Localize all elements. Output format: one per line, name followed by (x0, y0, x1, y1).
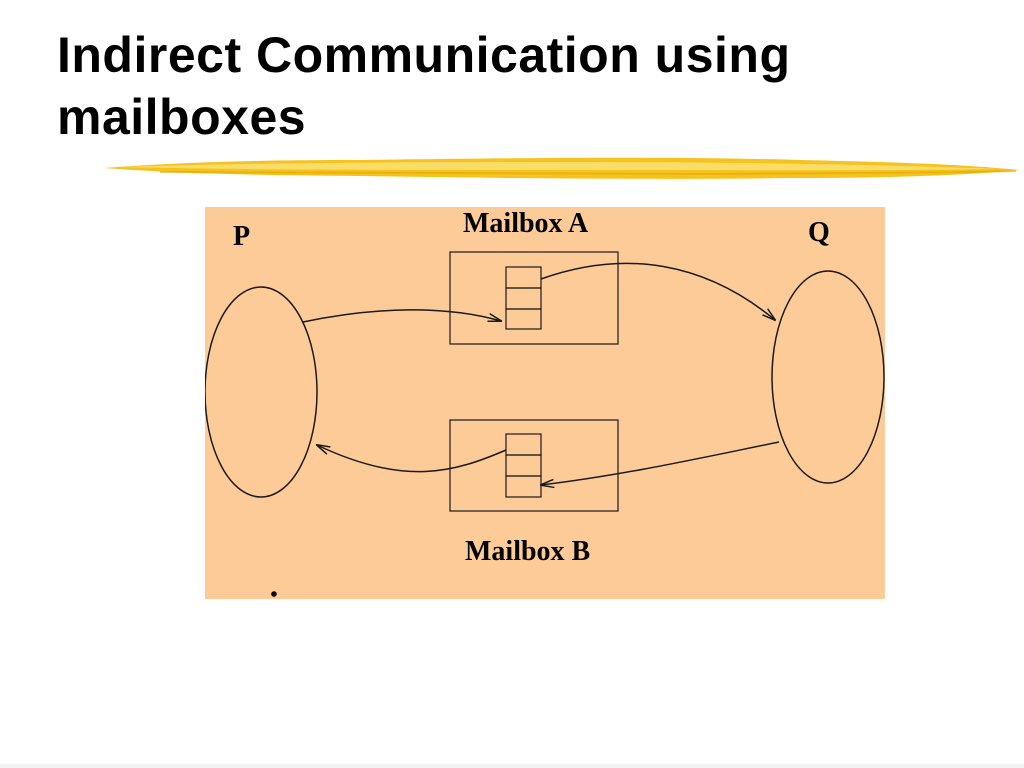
underline-brush-shadow (159, 170, 1017, 176)
mailbox-a-label: Mailbox A (463, 208, 589, 239)
slide-title: Indirect Communication using mailboxes (57, 27, 791, 145)
mailbox-b-box (449, 419, 619, 512)
arrow-p-to-mailbox-a (302, 309, 501, 323)
title-underline-stroke (104, 157, 1020, 179)
process-q-ellipse (771, 270, 885, 484)
stray-dot (271, 591, 277, 597)
process-p-ellipse (205, 286, 318, 498)
mailbox-a-box (449, 251, 619, 345)
process-q-label: Q (808, 217, 830, 248)
bottom-rule (0, 764, 1024, 768)
arrow-q-to-mailbox-b (541, 441, 780, 485)
mailbox-diagram: P Q Mailbox A Mailbox B (205, 207, 885, 599)
underline-brush-highlight (120, 162, 1000, 171)
arrow-mailbox-a-to-q (540, 262, 775, 320)
mailbox-b-label: Mailbox B (465, 536, 590, 567)
process-p-label: P (233, 221, 250, 252)
arrow-mailbox-b-to-p (317, 445, 507, 473)
diagram-panel (205, 207, 885, 599)
mailbox-a-queue (505, 266, 542, 330)
